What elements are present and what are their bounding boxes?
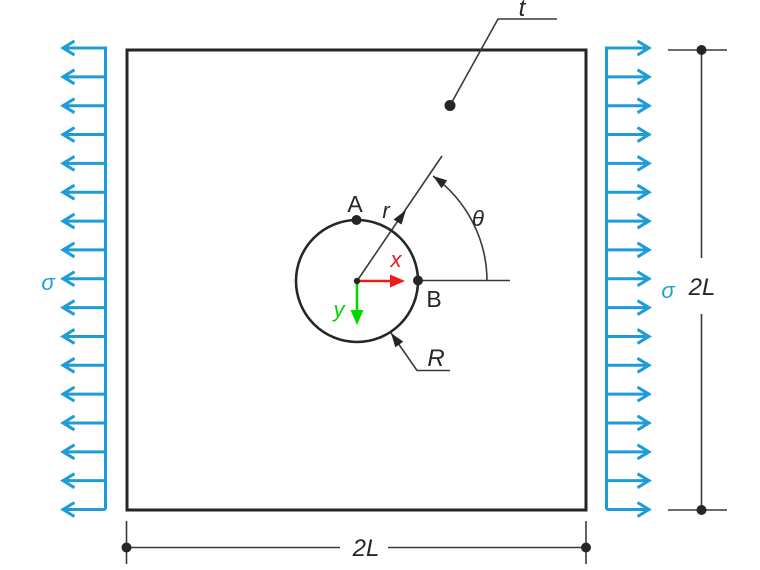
theta-arrowhead-icon [433, 176, 448, 189]
load-arrow-icon [60, 356, 106, 374]
load-arrow-icon [60, 472, 106, 489]
load-arrow-icon [606, 385, 652, 403]
load-arrow-icon [60, 39, 106, 57]
load-arrow-icon [60, 126, 106, 143]
load-arrow-icon [60, 97, 106, 114]
load-arrow-icon [60, 385, 106, 403]
r-arrowhead-icon [393, 210, 406, 225]
point-b-dot [413, 275, 423, 286]
bottom-dim-dot-left [121, 542, 132, 553]
bottom-dim-label: 2L [352, 535, 380, 562]
load-arrow-icon [60, 155, 106, 172]
bottom-dim-dot-right [581, 542, 591, 553]
x-axis-arrowhead-icon [390, 274, 405, 288]
load-arrow-icon [606, 443, 652, 461]
left-load-arrows [60, 39, 106, 518]
marker-dots [121, 45, 707, 553]
thickness-dot [444, 100, 456, 111]
thin-arrowheads [391, 176, 448, 348]
ink-labels: t A B r θ R 2L 2L [347, 0, 715, 562]
load-arrow-icon [606, 472, 652, 489]
load-arrow-icon [60, 270, 106, 288]
load-arrow-icon [60, 328, 106, 345]
theta-arc [432, 175, 488, 282]
load-arrow-icon [60, 443, 106, 461]
load-arrow-icon [606, 39, 652, 57]
load-arrow-icon [606, 183, 652, 201]
sigma-right-label: σ [661, 278, 675, 303]
theta-label: θ [472, 206, 484, 231]
y-axis-arrowhead-icon [350, 310, 364, 325]
load-arrow-icon [606, 68, 652, 86]
load-arrow-icon [606, 97, 652, 114]
point-b-label: B [426, 286, 441, 312]
radius-leader-line [390, 332, 450, 372]
right-load-arrows [606, 39, 652, 518]
hole-radius-label: R [427, 345, 444, 372]
radius-arrowhead-icon [391, 333, 404, 348]
x-axis-label: x [390, 247, 403, 272]
load-arrow-icon [60, 183, 106, 201]
load-arrow-icon [606, 328, 652, 345]
sigma-left-label: σ [41, 270, 55, 295]
load-arrow-icon [60, 414, 106, 432]
load-arrow-icon [60, 299, 106, 316]
load-arrow-icon [60, 241, 106, 259]
load-arrow-icon [606, 299, 652, 316]
point-a-label: A [347, 191, 363, 217]
load-arrow-icon [60, 501, 106, 518]
r-axis-label: r [382, 198, 391, 223]
right-dim-dot-bottom [696, 505, 707, 515]
load-arrow-icon [60, 212, 106, 230]
y-axis [350, 281, 364, 325]
thickness-leader-line [449, 18, 557, 106]
load-arrow-icon [606, 241, 652, 259]
right-dim-dot-top [696, 45, 707, 55]
thickness-label: t [519, 0, 527, 22]
load-arrow-icon [606, 270, 652, 288]
hole-center-dot [353, 277, 361, 285]
load-arrow-icon [606, 212, 652, 230]
right-dim-label: 2L [688, 274, 716, 301]
load-arrow-icon [606, 155, 652, 172]
plate-outline [125, 48, 588, 512]
load-arrow-icon [60, 68, 106, 86]
y-axis-label: y [332, 297, 347, 322]
load-arrow-icon [606, 126, 652, 143]
load-arrow-icon [606, 501, 652, 518]
load-arrow-icon [606, 356, 652, 374]
load-arrow-icon [606, 414, 652, 432]
x-axis [357, 274, 405, 288]
left-load [60, 39, 107, 518]
right-load [605, 39, 652, 518]
point-a-dot [351, 215, 362, 225]
